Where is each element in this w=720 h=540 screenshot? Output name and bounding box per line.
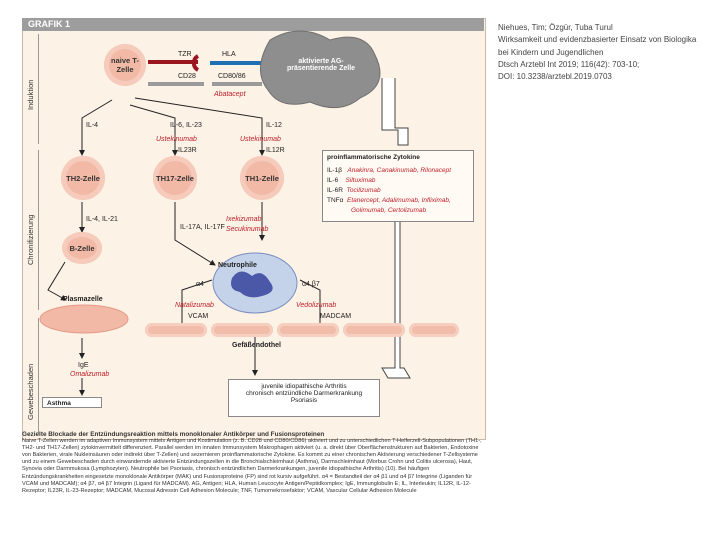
arrow-bcell-plasma	[47, 261, 67, 301]
disease-ibd: chronisch entzündliche Darmerkrankung	[245, 390, 363, 397]
endothelium-label: Gefäßendothel	[232, 342, 282, 349]
arrow-naive-th1	[134, 97, 265, 156]
il4-il21-label: IL-4, IL-21	[86, 216, 118, 223]
arrow-naive-th17	[129, 104, 178, 156]
cytokine-drugs: Anakinra, Canakinumab, Rilonacept	[347, 167, 452, 174]
tcr-label: TZR	[178, 51, 192, 58]
figure-header: GRAFIK 1	[22, 18, 484, 31]
hla-label: HLA	[222, 51, 236, 58]
disease-jia: juvenile idiopathische Arthritis	[261, 383, 347, 390]
endothelial-cell	[211, 323, 273, 337]
citation-journal: Dtsch Arztebl Int 2019; 116(42): 703-10;	[498, 59, 640, 69]
il23r-label: IL23R	[178, 147, 197, 154]
citation-title: Wirksamkeit und evidenzbasierter Einsatz…	[498, 35, 697, 57]
cytokine-row: IL-6 Siltuximab	[327, 177, 375, 184]
ixekizumab-label: Ixekizumab	[226, 216, 262, 223]
il12-label: IL-12	[266, 122, 282, 129]
cytokine-drugs: Tocilizumab	[346, 187, 381, 194]
alpha4-label: α4	[196, 281, 204, 288]
phase-divider	[38, 318, 39, 433]
cytokine-box: proinflammatorische Zytokine IL-1β Anaki…	[322, 150, 474, 222]
line-a4-vcam	[181, 279, 213, 323]
apc-label: aktivierte AG-präsentierende Zelle	[286, 58, 356, 72]
citation-doi: DOI: 10.3238/arztebl.2019.0703	[498, 72, 612, 82]
ige-label: IgE	[78, 362, 89, 369]
endothelial-cell	[145, 323, 207, 337]
neutrophil-nucleus	[231, 271, 273, 298]
cytokine-box-title: proinflammatorische Zytokine	[327, 154, 420, 161]
cytokine-name: TNFα	[327, 197, 344, 204]
vedolizumab-label: Vedolizumab	[296, 302, 337, 309]
cytokine-row: TNFα Etanercept, Adalimumab, Infliximab,	[327, 197, 451, 204]
omalizumab-label: Omalizumab	[70, 371, 110, 378]
cytokine-row: IL-1β Anakinra, Canakinumab, Rilonacept	[327, 167, 451, 174]
il4-label: IL-4	[86, 122, 99, 129]
figure-panel	[22, 18, 486, 440]
disease-psoriasis: Psoriasis	[290, 397, 318, 404]
arrow-th17-neutrophil	[174, 202, 216, 266]
hollow-arrow-apc-cytokines	[381, 78, 409, 146]
il12r-label: IL12R	[266, 147, 285, 154]
caption-title: Gezielte Blockade der Entzündungsreaktio…	[22, 431, 325, 438]
line-a4b7-madcam	[299, 279, 321, 323]
neutrophil-label: Neutrophile	[218, 262, 257, 269]
phase-divider	[38, 34, 39, 144]
caption-body: Naive T-Zellen werden im adaptiven Immun…	[22, 438, 482, 494]
alpha4-beta7-label: α4 β7	[302, 281, 320, 288]
cytokine-drugs: Golimumab, Certolizumab	[351, 207, 427, 214]
cytokine-row: IL-6R Tocilizumab	[327, 187, 381, 194]
cd28-label: CD28	[178, 73, 196, 80]
ustekinumab-right-label: Ustekinumab	[240, 136, 281, 143]
endothelial-cell	[409, 323, 459, 337]
il6-il23-label: IL-6, IL-23	[170, 122, 202, 129]
vcam-label: VCAM	[188, 313, 209, 320]
th17-cell: TH17-Zelle	[153, 156, 197, 200]
tcr-cup	[191, 54, 200, 72]
b-cell: B-Zelle	[62, 232, 102, 264]
cytokine-row: Golimumab, Certolizumab	[351, 207, 426, 214]
endothelial-cell	[343, 323, 405, 337]
endothelium-layer	[145, 323, 465, 339]
citation-authors: Niehues, Tim; Özgür, Tuba Turul	[498, 23, 613, 32]
cytokine-drugs: Siltuximab	[345, 177, 376, 184]
arrow-naive-th2	[79, 99, 113, 156]
hollow-arrow-cytokines-diseases	[381, 222, 411, 379]
naive-t-cell: naive T-Zelle	[104, 44, 146, 86]
asthma-box: Asthma	[42, 397, 102, 408]
endothelial-cell	[277, 323, 339, 337]
th2-cell: TH2-Zelle	[61, 156, 105, 200]
apc-shape	[260, 30, 381, 109]
il17-label: IL-17A, IL-17F	[180, 224, 225, 231]
figure-caption: Gezielte Blockade der Entzündungsreaktio…	[22, 431, 484, 536]
phase-divider	[38, 150, 39, 310]
cytokine-name: IL-1β	[327, 167, 342, 174]
plasma-cell-label: Plasmazelle	[63, 296, 103, 303]
ustekinumab-left-label: Ustekinumab	[156, 136, 197, 143]
th1-cell: TH1-Zelle	[240, 156, 284, 200]
cytokine-name: IL-6R	[327, 187, 343, 194]
madcam-label: MADCAM	[320, 313, 352, 320]
diseases-box: juvenile idiopathische Arthritis chronis…	[228, 379, 380, 417]
abatacept-label: Abatacept	[214, 91, 246, 98]
natalizumab-label: Natalizumab	[175, 302, 214, 309]
cd80-label: CD80/86	[218, 73, 246, 80]
plasma-cell-shape	[39, 304, 129, 334]
cytokine-name: IL-6	[327, 177, 339, 184]
cytokine-drugs: Etanercept, Adalimumab, Infliximab,	[347, 197, 451, 204]
secukinumab-label: Secukinumab	[226, 226, 269, 233]
citation: Niehues, Tim; Özgür, Tuba Turul Wirksamk…	[498, 22, 703, 83]
